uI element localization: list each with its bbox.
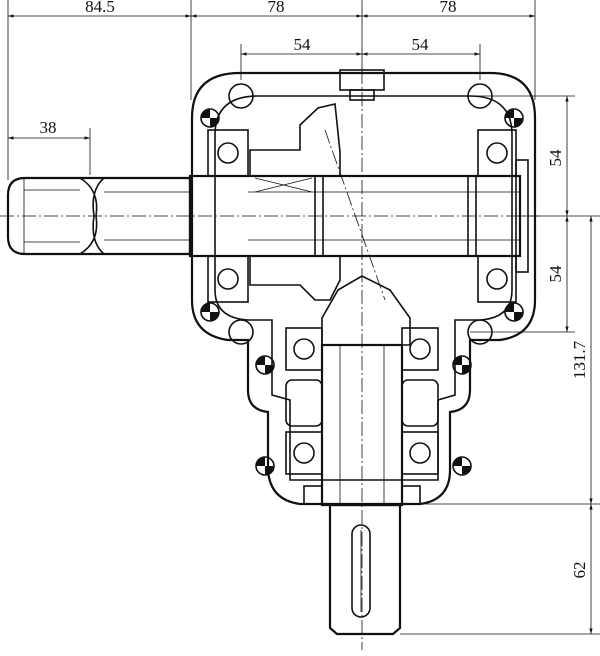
driven-bevel-gear: [321, 275, 411, 346]
bolt-head: [200, 302, 220, 322]
bolt-hole: [228, 319, 254, 345]
dim-spline-length: 38: [40, 118, 57, 137]
bolt-hole: [467, 319, 493, 345]
input-shaft: [6, 174, 522, 258]
output-seal: [303, 485, 421, 505]
dim-left-bolt-spacing: 54: [294, 35, 312, 54]
dim-left-half-width: 78: [268, 0, 285, 16]
bolt-head: [452, 456, 472, 476]
dim-input-shaft-length: 84.5: [85, 0, 115, 16]
bolt-head: [504, 302, 524, 322]
gearbox-housing: [190, 69, 537, 506]
dim-output-shaft-length: 62: [570, 562, 589, 579]
drive-bevel-gear: [249, 103, 341, 301]
dim-upper-right-height: 54: [546, 149, 565, 167]
bolt-head: [255, 355, 275, 375]
right-bearing: [477, 129, 529, 303]
bolt-head: [255, 456, 275, 476]
bolt-head: [504, 108, 524, 128]
dimension-labels: 84.5 78 78 54 54 38 54 54 131.7 62: [40, 0, 590, 579]
dim-right-half-width: 78: [440, 0, 457, 16]
center-lines: [0, 70, 540, 650]
bolt-head: [200, 108, 220, 128]
output-shaft: [320, 343, 404, 636]
dim-axis-to-flange-height: 131.7: [570, 340, 589, 379]
bolt-hole: [467, 83, 493, 109]
spacer-sleeve: [285, 379, 439, 427]
bolt-hole: [228, 83, 254, 109]
bolt-holes: [200, 83, 524, 476]
lower-output-bearing: [285, 431, 439, 475]
dimension-lines: [7, 0, 600, 635]
left-bearing: [207, 129, 249, 303]
dim-right-bolt-spacing: 54: [412, 35, 430, 54]
bolt-head: [452, 355, 472, 375]
upper-output-bearing: [285, 327, 439, 371]
dim-lower-right-height: 54: [546, 265, 565, 283]
